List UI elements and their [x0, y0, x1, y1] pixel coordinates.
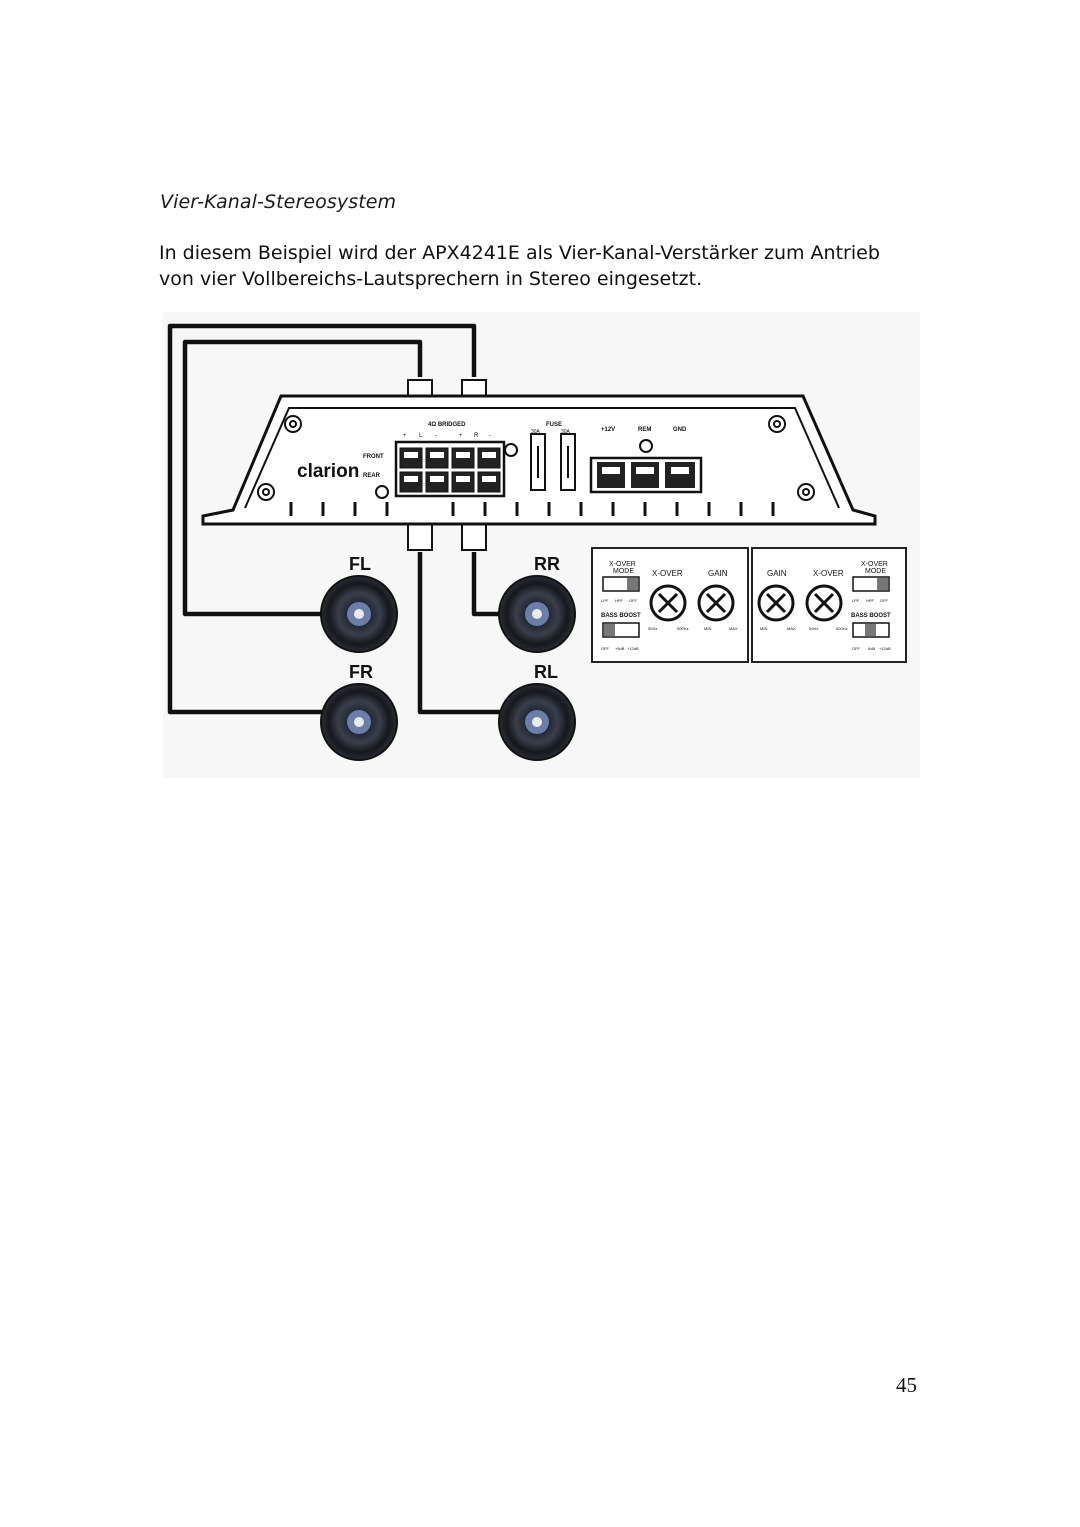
- label-fuse-left: 30A: [531, 429, 541, 435]
- panel-right-boost-opt-3: +12dB: [879, 646, 891, 651]
- panel-right-mode-opt-2: HPF: [866, 598, 875, 603]
- panel-left-mode-opt-3: OFF: [629, 598, 638, 603]
- panel-left-xover-mode-1: X-OVER: [609, 561, 636, 568]
- wire-fl: [182, 339, 423, 617]
- panel-right-xover-mode-2: MODE: [865, 568, 886, 575]
- label-gnd: GND: [673, 427, 687, 433]
- panel-right-bass-boost: BASS BOOST: [851, 613, 891, 619]
- panel-right-freq-max: 500Hz: [836, 626, 848, 631]
- panel-right-freq-min: 50Hz: [809, 626, 818, 631]
- speaker-fr: [320, 683, 398, 761]
- panel-right-gain: GAIN: [767, 569, 787, 578]
- panel-right-boost-opt-1: OFF: [852, 646, 861, 651]
- label-rear: REAR: [363, 473, 381, 479]
- speaker-label-fr: FR: [349, 662, 373, 682]
- control-panel-front: X-OVER MODE X-OVER GAIN LPF HPF OFF BASS…: [591, 547, 749, 663]
- speaker-label-rr: RR: [534, 554, 560, 574]
- wire-fr: [167, 323, 477, 715]
- panel-left-boost-opt-1: OFF: [601, 646, 610, 651]
- panel-left-xover: X-OVER: [652, 569, 683, 578]
- brand-logo: clarion: [297, 461, 359, 482]
- label-fuse: FUSE: [546, 422, 562, 428]
- label-r: R: [474, 433, 479, 439]
- panel-right-mode-opt-1: LPF: [852, 598, 860, 603]
- label-plus-1: +: [403, 433, 407, 439]
- panel-right-gain-max: MAX: [787, 626, 796, 631]
- label-minus-2: -: [489, 433, 491, 439]
- panel-left-bass-boost: BASS BOOST: [601, 613, 641, 619]
- speaker-fl: [320, 575, 398, 653]
- intro-paragraph: In diesem Beispiel wird der APX4241E als…: [159, 240, 939, 292]
- page-number: 45: [896, 1373, 917, 1397]
- label-front: FRONT: [363, 454, 384, 460]
- panel-left-gain-min: MIN: [704, 626, 711, 631]
- label-l: L: [419, 433, 423, 439]
- label-bridged: 4Ω BRIDGED: [428, 422, 466, 428]
- label-minus-1: -: [435, 433, 437, 439]
- panel-right-boost-opt-2: 6dB: [868, 646, 875, 651]
- amplifier: [201, 394, 877, 526]
- paragraph-line-1: In diesem Beispiel wird der APX4241E als…: [159, 242, 880, 264]
- panel-left-boost-opt-2: +6dB: [615, 646, 625, 651]
- speaker-label-rl: RL: [534, 662, 558, 682]
- panel-right-xover: X-OVER: [813, 569, 844, 578]
- label-rem: REM: [638, 427, 651, 433]
- section-heading: Vier-Kanal-Stereosystem: [160, 191, 397, 213]
- wire-rr: [471, 552, 501, 617]
- label-plus-2: +: [459, 433, 463, 439]
- panel-left-freq-max: 500Hz: [677, 626, 689, 631]
- panel-left-mode-opt-2: HPF: [615, 598, 624, 603]
- panel-left-gain: GAIN: [708, 569, 728, 578]
- panel-left-mode-opt-1: LPF: [601, 598, 609, 603]
- speaker-rl: [498, 683, 576, 761]
- panel-left-freq-min: 50Hz: [648, 626, 657, 631]
- speaker-label-fl: FL: [349, 554, 371, 574]
- control-panel-rear: GAIN X-OVER X-OVER MODE LPF HPF OFF BASS…: [751, 547, 907, 663]
- panel-right-xover-mode-1: X-OVER: [861, 561, 888, 568]
- panel-right-mode-opt-3: OFF: [880, 598, 889, 603]
- panel-left-gain-max: MAX: [729, 626, 738, 631]
- label-12v: +12V: [601, 427, 615, 433]
- panel-left-boost-opt-3: +12dB: [627, 646, 639, 651]
- paragraph-line-2: von vier Vollbereichs-Lautsprechern in S…: [159, 268, 703, 290]
- label-fuse-right: 30A: [561, 429, 571, 435]
- panel-right-gain-min: MIN: [760, 626, 767, 631]
- wire-rl: [417, 552, 501, 715]
- speaker-rr: [498, 575, 576, 653]
- speaker-wires: [167, 323, 501, 715]
- wiring-diagram: clarion FRONT REAR 4Ω BRIDGED + L - + R …: [163, 312, 920, 778]
- panel-left-xover-mode-2: MODE: [613, 568, 634, 575]
